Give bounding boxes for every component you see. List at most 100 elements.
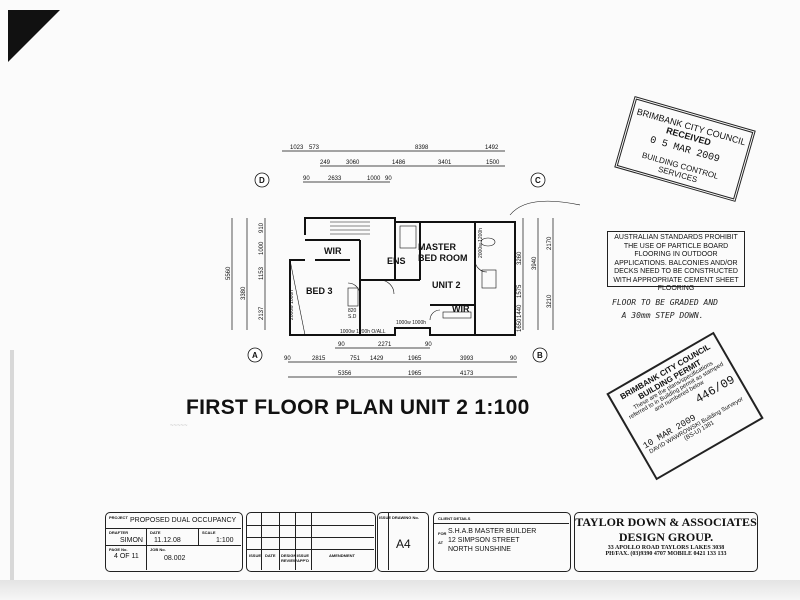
grid-label-c: C [535, 176, 541, 185]
issue-header-label: ISSUE [379, 515, 392, 520]
dim-bot2-90: 90 [284, 356, 291, 362]
dim-top3-90: 90 [303, 176, 310, 182]
council-received-stamp: BRIMBANK CITY COUNCIL RECEIVED 0 5 MAR 2… [614, 96, 756, 202]
dim-bot2-1429: 1429 [370, 356, 384, 362]
room-label-unit: UNIT 2 [432, 280, 461, 290]
dim-top3-90b: 90 [385, 176, 392, 182]
scale-value: 1:100 [216, 537, 234, 544]
window-note-1: 1000w 1200h O/ALL [340, 329, 386, 335]
dim-bot2-751: 751 [350, 356, 361, 362]
dim-bot2-1965: 1965 [408, 356, 422, 362]
firm-name: TAYLOR DOWN & ASSOCIATES [575, 515, 757, 529]
title-block-firm: TAYLOR DOWN & ASSOCIATES DESIGN GROUP. 3… [574, 512, 758, 572]
client-address-1: 12 SIMPSON STREET [448, 537, 520, 544]
amendment-col-label: AMENDMENT [329, 553, 355, 558]
date-value: 11.12.08 [154, 537, 181, 544]
for-label: FOR [438, 531, 447, 536]
dim-right-3260: 3260 [517, 251, 523, 265]
floor-plan: D C A B WIR MASTER BED ROOM ENS BED 3 UN… [220, 130, 601, 390]
design-col-label: DESIGN REVIEW [281, 553, 297, 563]
dim-right-3210: 3210 [547, 294, 553, 308]
dim-right-2170: 2170 [547, 236, 553, 250]
client-address-2: NORTH SUNSHINE [448, 546, 511, 553]
window-note-4: 2000w 1000h [289, 290, 295, 320]
plan-title: FIRST FLOOR PLAN UNIT 2 1:100 [186, 396, 530, 419]
dim-right-3940: 3940 [532, 256, 538, 270]
standards-notice: AUSTRALIAN STANDARDS PROHIBIT THE USE OF… [607, 231, 745, 292]
project-label: PROJECT [109, 515, 128, 520]
dim-bot2-3993: 3993 [460, 356, 474, 362]
firm-contact: PH/FAX. (03)9390 4707 MOBILE 0421 133 13… [605, 551, 727, 557]
scan-shadow [0, 580, 800, 600]
scale-label: SCALE [202, 530, 216, 535]
dim-bot3-5356: 5356 [338, 371, 352, 377]
title-block-project: PROJECT PROPOSED DUAL OCCUPANCY DRAFTER … [105, 512, 243, 572]
drafter-label: DRAFTER [109, 530, 129, 535]
job-value: 08.002 [164, 555, 186, 562]
room-label-bed3: BED 3 [306, 286, 333, 296]
dim-left-3380: 3380 [241, 286, 247, 300]
dim-top2-3401: 3401 [438, 160, 452, 166]
window-note-3: 2000w 1200h [478, 228, 484, 258]
grid-label-d: D [259, 176, 265, 185]
dim-bot3-1965: 1965 [408, 371, 422, 377]
client-details-label: CLIENT DETAILS [438, 516, 471, 521]
room-label-wir: WIR [324, 246, 342, 256]
project-value: PROPOSED DUAL OCCUPANCY [130, 517, 237, 524]
at-label: AT [438, 540, 444, 545]
dim-bot3-4173: 4173 [460, 371, 474, 377]
dim-left-910: 910 [259, 222, 265, 233]
room-label-ens: ENS [387, 256, 406, 266]
dim-top-8398: 8398 [415, 145, 429, 151]
scan-streak [10, 350, 14, 580]
title-block-client: CLIENT DETAILS FOR S.H.A.B MASTER BUILDE… [433, 512, 571, 572]
job-label: JOB No. [150, 547, 166, 552]
dim-bot1-90: 90 [338, 342, 345, 348]
grid-label-b: B [537, 351, 543, 360]
fixture-note-sd: S.D [348, 314, 357, 320]
dim-top3-2633: 2633 [328, 176, 342, 182]
dim-top2-1486: 1486 [392, 160, 406, 166]
dim-bot2-2815: 2815 [312, 356, 326, 362]
dim-left-2137: 2137 [259, 306, 265, 320]
issue-app-col-label: ISSUE APP'D [297, 553, 310, 563]
drawing-no-label: DRAWING No. [392, 515, 419, 520]
dim-top-573: 573 [309, 145, 320, 151]
room-label-wir2: WIR [452, 304, 470, 314]
building-permit-stamp: BRIMBANK CITY COUNCIL BUILDING PERMIT Th… [606, 331, 764, 481]
window-note-2: 1000w 1000h [396, 320, 426, 326]
dim-right-1650: 1650 [517, 318, 523, 332]
dim-bot1-2271: 2271 [378, 342, 392, 348]
dim-top2-1500: 1500 [486, 160, 500, 166]
title-block-drawing: ISSUE DRAWING No. A4 [377, 512, 429, 572]
dim-right-1575: 1575 [517, 284, 523, 298]
faint-scan-note: ~~~~~ [170, 423, 188, 429]
page-value: 4 OF 11 [114, 553, 139, 560]
dim-top-1492: 1492 [485, 145, 499, 151]
issue-col-label: ISSUE [249, 553, 262, 558]
firm-subtitle: DESIGN GROUP. [618, 530, 714, 544]
dim-right-1440: 1440 [517, 304, 523, 318]
page-label: PAGE No. [109, 547, 128, 552]
dim-top3-1000: 1000 [367, 176, 381, 182]
scan-corner-mark [8, 10, 60, 62]
room-label-master: MASTER [418, 242, 457, 252]
dim-bot1-90b: 90 [425, 342, 432, 348]
date-col-label: DATE [265, 553, 276, 558]
title-block-amendments: ISSUE DATE DESIGN REVIEW ISSUE APP'D AME… [246, 512, 376, 572]
dim-left-1153: 1153 [259, 266, 265, 280]
dim-left-1000: 1000 [259, 241, 265, 255]
date-label: DATE [150, 530, 161, 535]
dim-top2-3060: 3060 [346, 160, 360, 166]
client-name: S.H.A.B MASTER BUILDER [448, 528, 537, 535]
dim-top2-249: 249 [320, 160, 331, 166]
handwritten-note: FLOOR TO BE GRADED AND A 30mm STEP DOWN. [612, 298, 718, 320]
sheet-size: A4 [396, 537, 411, 551]
floor-plan-drawing: D C A B WIR MASTER BED ROOM ENS BED 3 UN… [226, 145, 601, 378]
dim-top-1023: 1023 [290, 145, 304, 151]
room-label-bedroom: BED ROOM [418, 253, 468, 263]
fixture-note-820: 820 [348, 308, 357, 314]
drafter-value: SIMON [120, 537, 143, 544]
dim-bot2-90b: 90 [510, 356, 517, 362]
